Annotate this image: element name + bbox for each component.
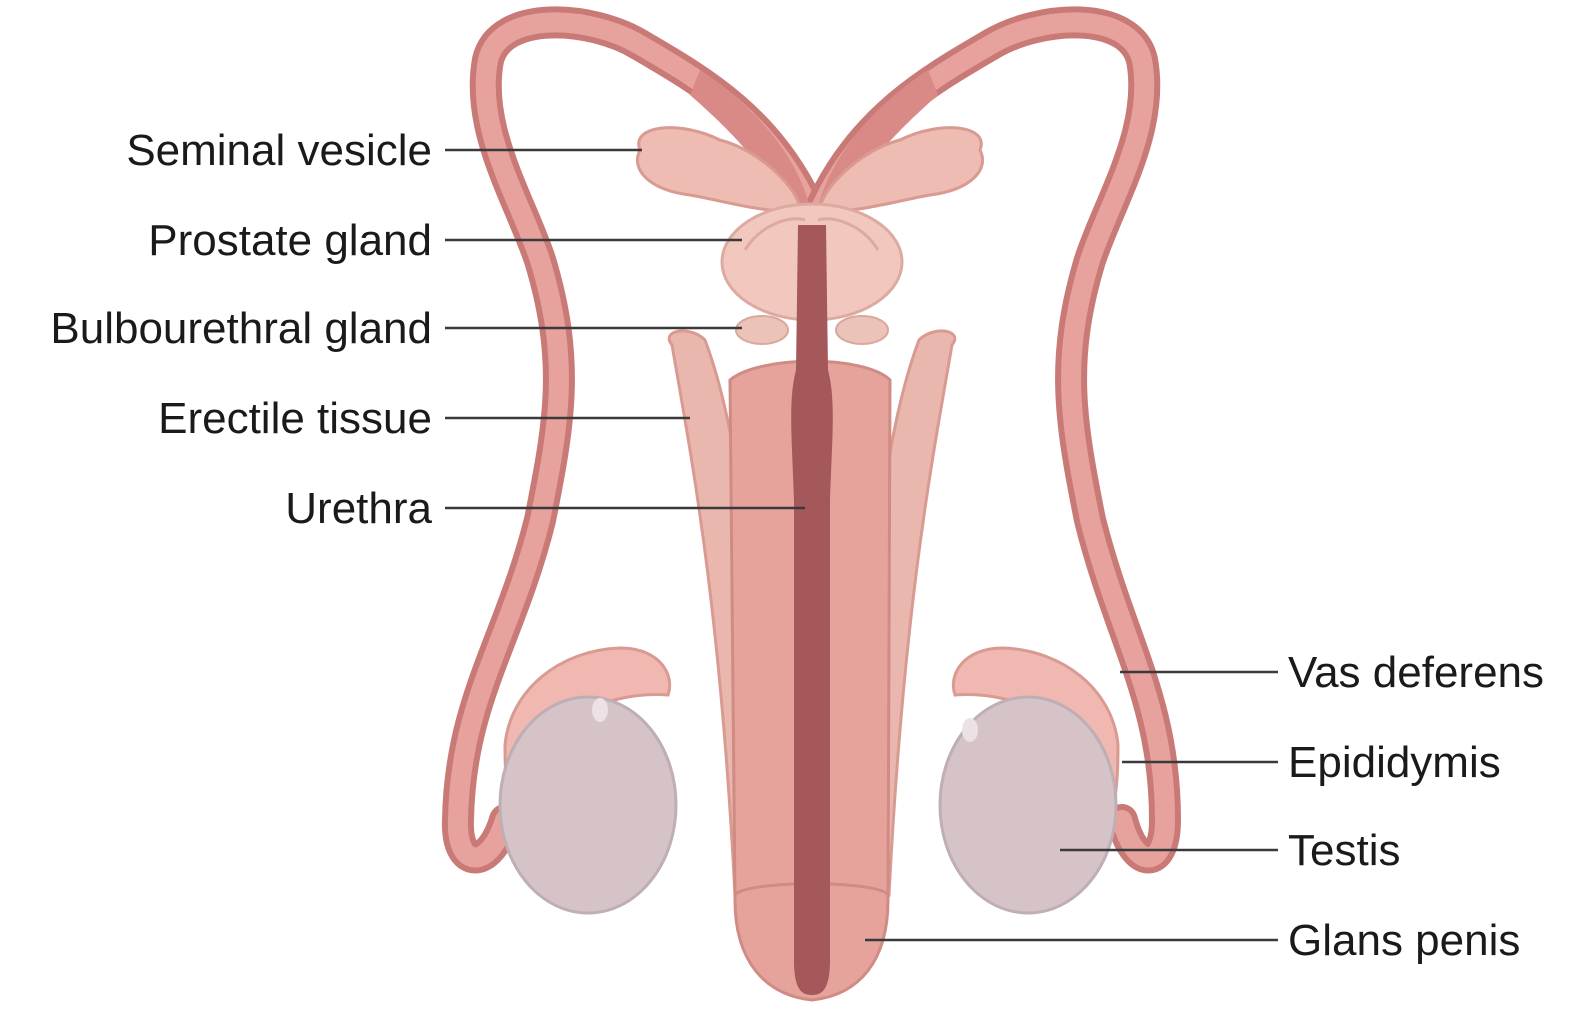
label-vas-deferens: Vas deferens (1288, 648, 1544, 697)
label-bulbourethral-gland: Bulbourethral gland (50, 304, 432, 353)
testis-left (500, 648, 676, 913)
label-glans-penis: Glans penis (1288, 916, 1520, 965)
label-testis: Testis (1288, 826, 1400, 875)
label-prostate-gland: Prostate gland (148, 216, 432, 265)
label-epididymis: Epididymis (1288, 738, 1501, 787)
label-seminal-vesicle: Seminal vesicle (126, 126, 432, 175)
label-erectile-tissue: Erectile tissue (158, 394, 432, 443)
label-urethra: Urethra (285, 484, 432, 533)
testis-right (940, 648, 1118, 913)
urethra (791, 225, 833, 995)
